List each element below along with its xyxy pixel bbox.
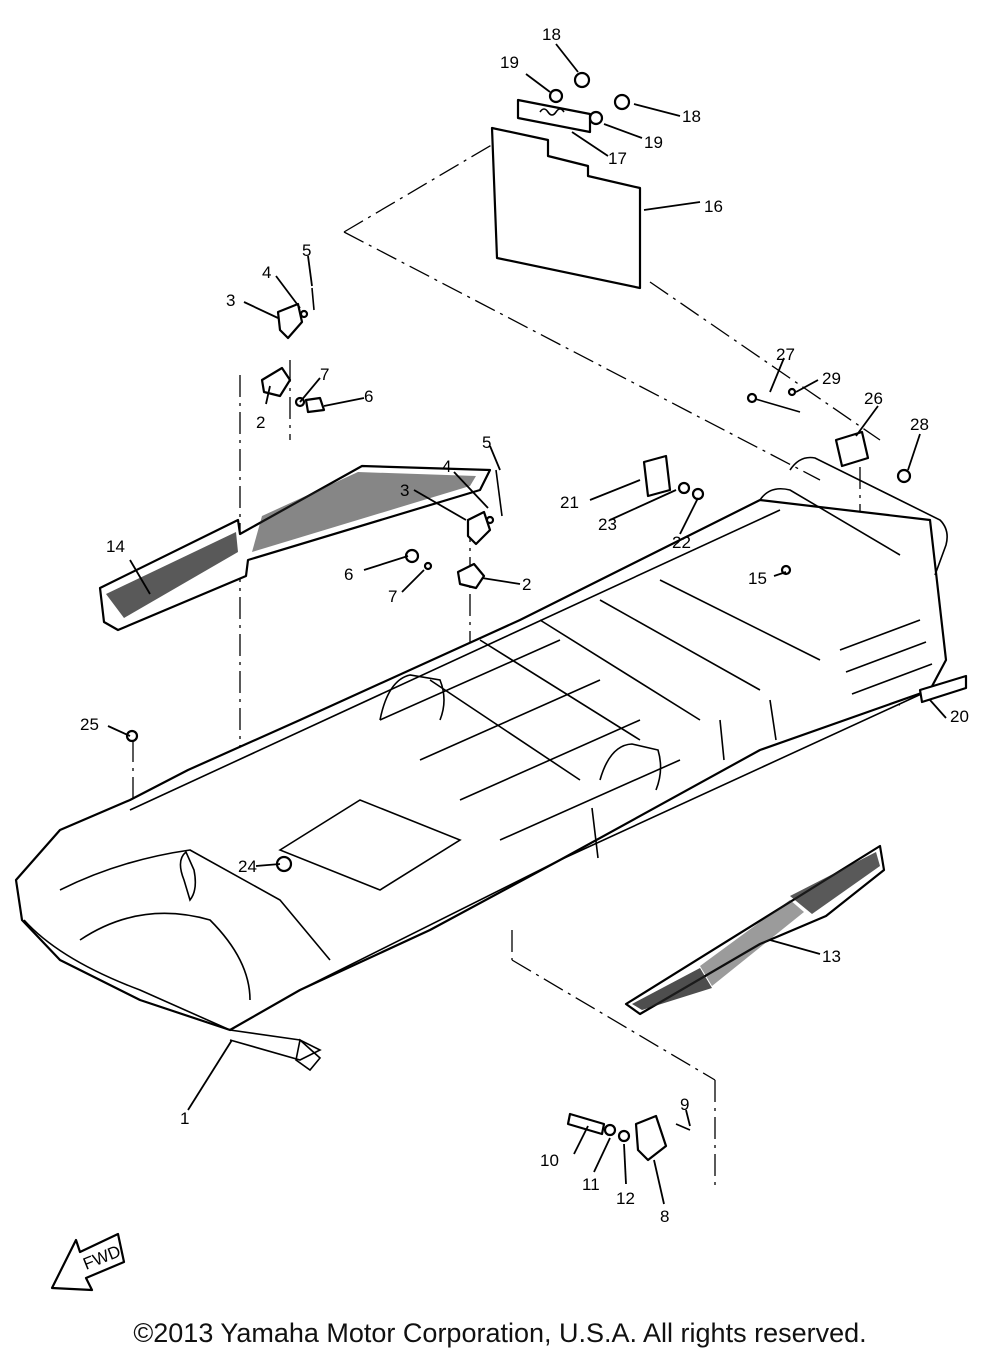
copyright-notice: ©2013 Yamaha Motor Corporation, U.S.A. A…	[133, 1318, 867, 1348]
callout-2: 2	[256, 413, 265, 432]
leader-lines	[107, 43, 947, 1205]
callout-15: 15	[748, 569, 767, 588]
flap-bracket	[516, 98, 592, 134]
fwd-arrow-icon: FWD	[50, 1232, 126, 1292]
callout-24: 24	[238, 857, 257, 876]
callout-10: 10	[540, 1151, 559, 1170]
callout-5: 5	[302, 241, 311, 260]
callout-18: 18	[542, 25, 561, 44]
callout-18b: 18	[682, 107, 701, 126]
callout-17: 17	[608, 149, 627, 168]
callout-21: 21	[560, 493, 579, 512]
callout-16: 16	[704, 197, 723, 216]
left-step-bracket	[260, 287, 326, 414]
callout-3: 3	[226, 291, 235, 310]
callout-29: 29	[822, 369, 841, 388]
callout-19b: 19	[644, 133, 663, 152]
callout-28: 28	[910, 415, 929, 434]
hitch-hardware	[566, 1112, 691, 1162]
callout-2b: 2	[522, 575, 531, 594]
callout-14: 14	[106, 537, 125, 556]
callout-4: 4	[262, 263, 271, 282]
left-foot-step	[98, 464, 492, 632]
parts-diagram: FWD	[14, 25, 969, 1292]
callout-9: 9	[680, 1095, 689, 1114]
flap-hardware	[548, 71, 631, 126]
callout-4b: 4	[442, 457, 451, 476]
callout-8: 8	[660, 1207, 669, 1226]
callout-6b: 6	[344, 565, 353, 584]
callout-23: 23	[598, 515, 617, 534]
callout-1: 1	[180, 1109, 189, 1128]
callout-7: 7	[320, 365, 329, 384]
callout-7b: 7	[388, 587, 397, 606]
main-frame	[14, 456, 948, 1072]
callout-5b: 5	[482, 433, 491, 452]
frame-small-parts	[125, 387, 968, 873]
callout-22: 22	[672, 533, 691, 552]
callout-27: 27	[776, 345, 795, 364]
callout-6: 6	[364, 387, 373, 406]
callout-20: 20	[950, 707, 969, 726]
callout-12: 12	[616, 1189, 635, 1208]
rear-flap-plate	[490, 126, 642, 290]
callout-11: 11	[582, 1175, 600, 1194]
callout-3b: 3	[400, 481, 409, 500]
callout-25: 25	[80, 715, 99, 734]
callout-19: 19	[500, 53, 519, 72]
callout-13: 13	[822, 947, 841, 966]
callout-26: 26	[864, 389, 883, 408]
right-foot-step	[624, 844, 886, 1016]
callouts: 1 2 2 3 3 4 4 5 5 6 6 7 7 8 9 10 11 12 1…	[80, 25, 969, 1226]
